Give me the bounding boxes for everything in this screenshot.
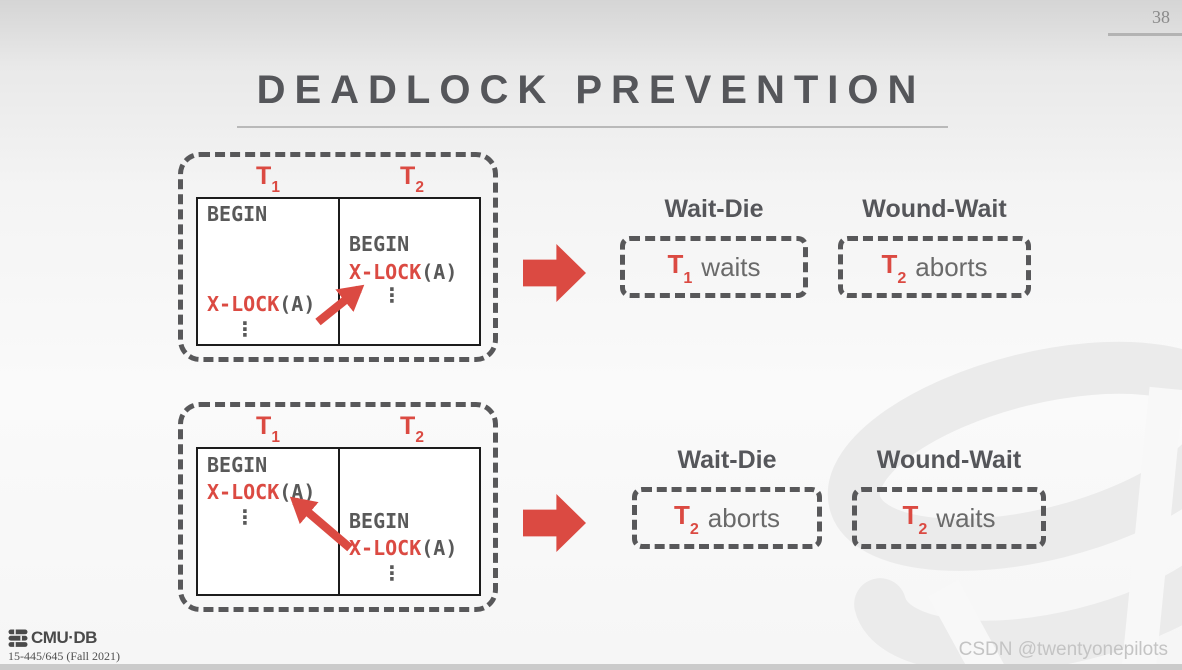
page-number: 38	[1152, 7, 1170, 27]
txn-header-t2: T2	[400, 162, 424, 196]
outcome-label: Wound-Wait	[876, 446, 1022, 474]
outcome-verb: waits	[701, 251, 761, 282]
txn-id: T1	[667, 249, 693, 287]
column-divider	[338, 199, 340, 344]
cmu-db-logo: CMU·DB	[8, 628, 97, 648]
txn-id: T2	[881, 249, 907, 287]
txn-id: T2	[902, 500, 928, 538]
t2-begin-stmt: BEGIN	[349, 232, 410, 256]
t2-ellipsis: ⋮	[382, 561, 402, 585]
csdn-watermark: CSDN @twentyonepilots	[958, 639, 1168, 660]
outcome-label: Wound-Wait	[862, 195, 1007, 223]
outcome-verb: aborts	[707, 502, 781, 533]
outcome-wound-wait-2: Wound-Wait T2 waits	[852, 446, 1046, 549]
t1-ellipsis: ⋮	[235, 505, 255, 529]
title-underline	[237, 126, 948, 128]
outcome-verb: aborts	[915, 251, 988, 282]
t1-xlock-stmt: X-LOCK(A)	[207, 292, 316, 316]
txn-header-t2: T2	[400, 412, 424, 446]
bottom-edge-strip	[0, 664, 1182, 670]
outcome-wait-die-2: Wait-Die T2 aborts	[632, 446, 822, 549]
outcome-box: T1 waits	[620, 236, 808, 298]
outcome-wait-die-1: Wait-Die T1 waits	[620, 195, 808, 298]
t2-ellipsis: ⋮	[382, 283, 402, 307]
outcome-box: T2 waits	[852, 487, 1046, 549]
course-label: 15-445/645 (Fall 2021)	[8, 649, 120, 663]
transaction-table: BEGIN X-LOCK(A) ⋮ BEGIN X-LOCK(A) ⋮	[196, 447, 481, 596]
t1-begin-stmt: BEGIN	[207, 202, 268, 226]
cmu-db-logo-icon	[8, 629, 28, 647]
scenario-panel-2: T1 T2 BEGIN X-LOCK(A) ⋮ BEGIN X-LOCK(A) …	[178, 402, 498, 612]
transaction-table: BEGIN BEGIN X-LOCK(A) ⋮ X-LOCK(A) ⋮	[196, 197, 481, 346]
page-number-rule	[1108, 33, 1182, 36]
outcome-label: Wait-Die	[677, 446, 777, 474]
outcome-verb: waits	[936, 502, 996, 533]
t1-ellipsis: ⋮	[235, 317, 255, 341]
outcome-wound-wait-1: Wound-Wait T2 aborts	[838, 195, 1031, 298]
t2-begin-stmt: BEGIN	[349, 509, 410, 533]
t2-xlock-stmt: X-LOCK(A)	[349, 536, 458, 560]
page-title: DEADLOCK PREVENTION	[256, 68, 926, 112]
outcome-label: Wait-Die	[664, 195, 764, 223]
t2-xlock-stmt: X-LOCK(A)	[349, 260, 458, 284]
outcome-box: T2 aborts	[632, 487, 822, 549]
txn-id: T2	[673, 500, 699, 538]
t1-begin-stmt: BEGIN	[207, 453, 268, 477]
txn-header-t1: T1	[256, 162, 280, 196]
t1-xlock-stmt: X-LOCK(A)	[207, 480, 316, 504]
cmu-db-logo-text: CMU·DB	[31, 628, 97, 647]
column-divider	[338, 449, 340, 594]
outcome-box: T2 aborts	[838, 236, 1031, 298]
scenario-panel-1: T1 T2 BEGIN BEGIN X-LOCK(A) ⋮ X-LOCK(A) …	[178, 152, 498, 362]
txn-header-t1: T1	[256, 412, 280, 446]
